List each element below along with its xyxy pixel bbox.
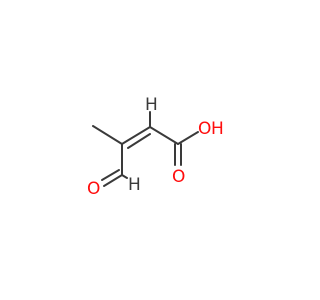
bond-c4-o-double-b: [101, 169, 120, 181]
bond-c4-o-double-a: [103, 174, 123, 187]
bond-c3-c2-double-a: [121, 126, 151, 145]
molecule-diagram: H O H O H O: [87, 95, 224, 199]
aldehyde-o-label: O: [87, 179, 100, 199]
vinyl-h-label: H: [145, 95, 158, 115]
bond-c3-c2-double-b: [127, 133, 151, 149]
bond-c2-c1: [149, 126, 179, 145]
hydroxyl-h-label: H: [211, 119, 224, 139]
structure-svg: H O H O H O: [87, 95, 224, 199]
bond-c1-oh: [177, 131, 199, 145]
aldehyde-h-label: H: [128, 175, 141, 195]
bond-methyl-c3: [92, 125, 123, 145]
carbonyl-o-label: O: [172, 167, 185, 187]
hydroxyl-o-label: O: [198, 119, 211, 139]
